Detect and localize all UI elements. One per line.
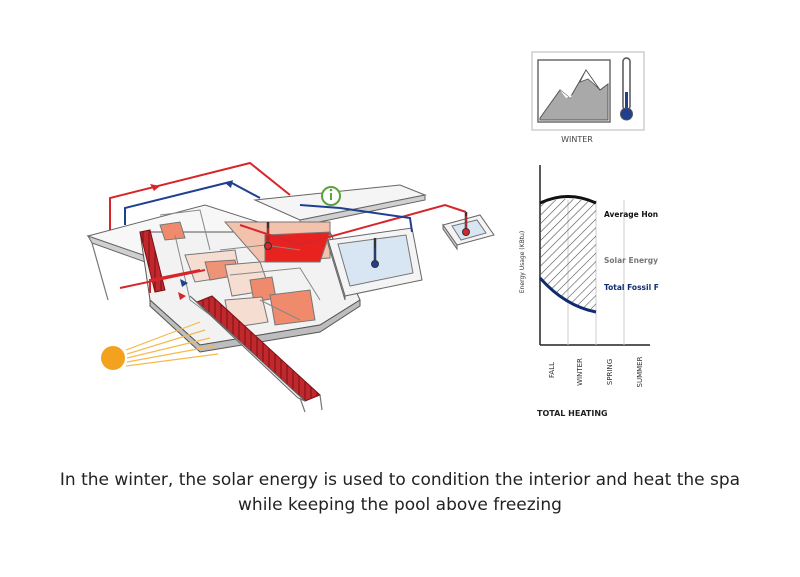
support-posts [91,242,323,413]
legend-total-fossil: Total Fossil F [604,283,659,292]
solar-panel-left [139,229,166,293]
sun-icon [101,321,219,370]
flow-arrow-blue [180,180,233,287]
house-diagram [86,161,495,413]
legend-solar-energy: Solar Energy [604,256,658,265]
season-card-label: WINTER [561,135,593,144]
season-tick-summer: SUMMER [636,356,644,387]
room-c [159,221,186,241]
chart-ylabel: Energy Usage (KBtu) [519,231,526,293]
solar-energy-area [540,199,596,310]
season-tick-spring: SPRING [606,359,614,385]
caption-line-2: while keeping the pool above freezing [238,495,562,515]
season-tick-fall: FALL [548,362,556,378]
caption-line-1: In the winter, the solar energy is used … [59,470,741,490]
season-card: WINTER [531,51,645,144]
energy-chart: Energy Usage (KBtu) Average Hon Solar En… [519,165,659,418]
flow-arrow-red [150,184,186,300]
spa-thermometer-icon [462,212,470,236]
mountain-thermometer-icon [537,57,633,123]
total-fossil-curve [538,277,597,314]
season-tick-winter: WINTER [576,358,584,386]
legend-average-home: Average Hon [604,210,658,219]
solar-panel-frame [189,295,306,402]
room-f [269,289,316,326]
return-pipe-blue [124,180,413,233]
average-home-curve [539,195,597,205]
info-icon[interactable] [321,186,341,206]
pool-thermometer-icon [371,238,379,268]
chart-footer: TOTAL HEATING [537,409,608,418]
supply-pipe-red [109,161,467,293]
